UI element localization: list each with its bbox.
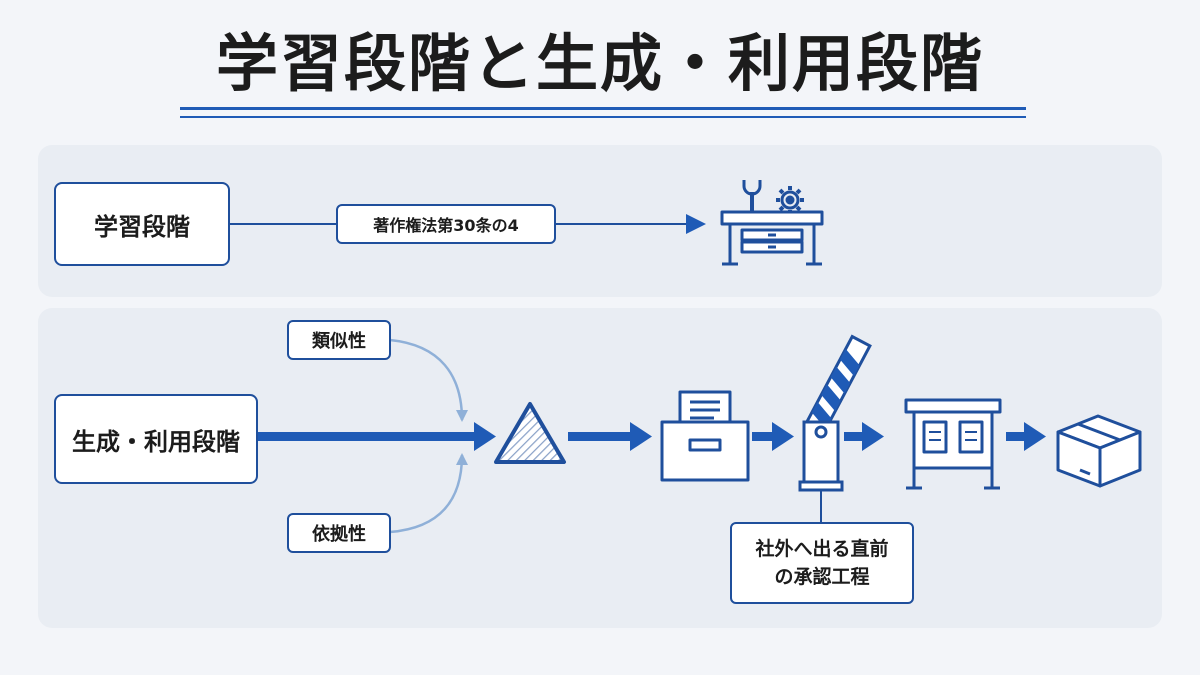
learning-stage-label: 学習段階 [94,212,190,241]
generation-stage-label: 生成・利用段階 [72,427,240,456]
learning-connector [229,214,706,234]
package-box-icon [1056,414,1142,488]
title-underline [180,107,1026,110]
flow-arrow-4 [844,422,884,451]
dependency-label: 依拠性 [312,524,366,545]
workbench-tools-icon [720,180,824,266]
learning-stage-box: 学習段階 [54,182,230,266]
title-underline-thin [180,116,1026,118]
dependency-box: 依拠性 [287,513,391,553]
page-title: 学習段階と生成・利用段階 [215,27,984,100]
approval-note-line1: 社外へ出る直前 [755,538,889,560]
main-flow-arrow [258,422,496,451]
similarity-box: 類似性 [287,320,391,360]
similarity-arrow [389,338,468,422]
copyright-law-box: 著作権法第30条の4 [336,204,556,244]
review-board-icon [904,398,1002,490]
generation-stage-box: 生成・利用段階 [54,394,258,484]
approval-note-box: 社外へ出る直前 の承認工程 [730,522,914,604]
similarity-label: 類似性 [312,331,366,352]
dependency-arrow [389,453,468,534]
warning-triangle-icon [494,402,566,464]
document-tray-icon [660,390,750,482]
approval-note-line2: の承認工程 [774,566,870,588]
flow-arrow-3 [752,422,794,451]
flow-arrow-2 [568,422,652,451]
flow-arrow-5 [1006,422,1046,451]
gate-barrier-icon [798,334,872,492]
copyright-law-label: 著作権法第30条の4 [373,216,519,235]
